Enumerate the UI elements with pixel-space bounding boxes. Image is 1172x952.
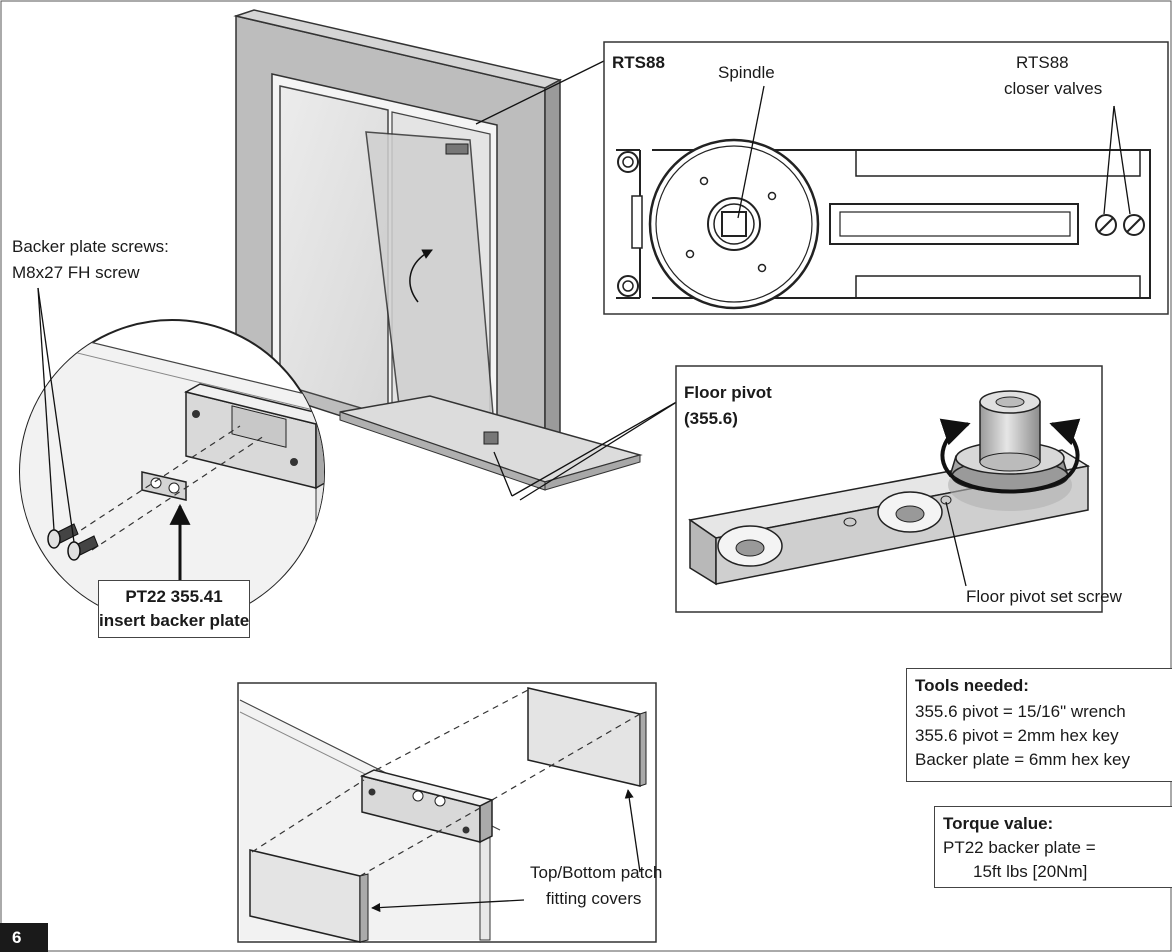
torque-line2: 15ft lbs [20Nm] xyxy=(973,862,1088,881)
torque-line1: PT22 backer plate = xyxy=(943,838,1096,857)
patch-covers-label-line2: fitting covers xyxy=(546,889,642,908)
spindle-label: Spindle xyxy=(718,63,775,82)
door-frame-illustration xyxy=(233,9,643,491)
patch-covers-detail xyxy=(237,682,657,943)
page-number: 6 xyxy=(0,923,48,952)
backer-screws-label-line1: Backer plate screws: xyxy=(12,237,169,256)
pt22-label-line2: insert backer plate xyxy=(99,611,250,630)
tools-needed-box: Tools needed: 355.6 pivot = 15/16" wrenc… xyxy=(906,668,1172,782)
floor-pivot-label-line1: Floor pivot xyxy=(684,383,772,402)
floor-pivot-detail xyxy=(675,365,1103,613)
tools-title: Tools needed: xyxy=(915,676,1029,695)
closer-valves-label-line1: RTS88 xyxy=(1016,53,1069,72)
closer-valves-label-line2: closer valves xyxy=(1004,79,1103,98)
backer-screws-label-line2: M8x27 FH screw xyxy=(12,263,140,282)
pt22-label-line1: PT22 355.41 xyxy=(125,587,223,606)
rts88-title: RTS88 xyxy=(612,53,665,72)
torque-value-box: Torque value: PT22 backer plate = 15ft l… xyxy=(934,806,1172,888)
tool-item: 355.6 pivot = 2mm hex key xyxy=(915,726,1119,745)
floor-pivot-label-line2: (355.6) xyxy=(684,409,738,428)
rts88-closer-detail xyxy=(603,41,1169,315)
tool-item: 355.6 pivot = 15/16" wrench xyxy=(915,702,1126,721)
tool-item: Backer plate = 6mm hex key xyxy=(915,750,1130,769)
floor-pivot-set-screw-label: Floor pivot set screw xyxy=(966,587,1122,606)
torque-title: Torque value: xyxy=(943,814,1054,833)
patch-covers-label-line1: Top/Bottom patch xyxy=(530,863,663,882)
pt22-callout: PT22 355.41 insert backer plate xyxy=(98,580,250,638)
